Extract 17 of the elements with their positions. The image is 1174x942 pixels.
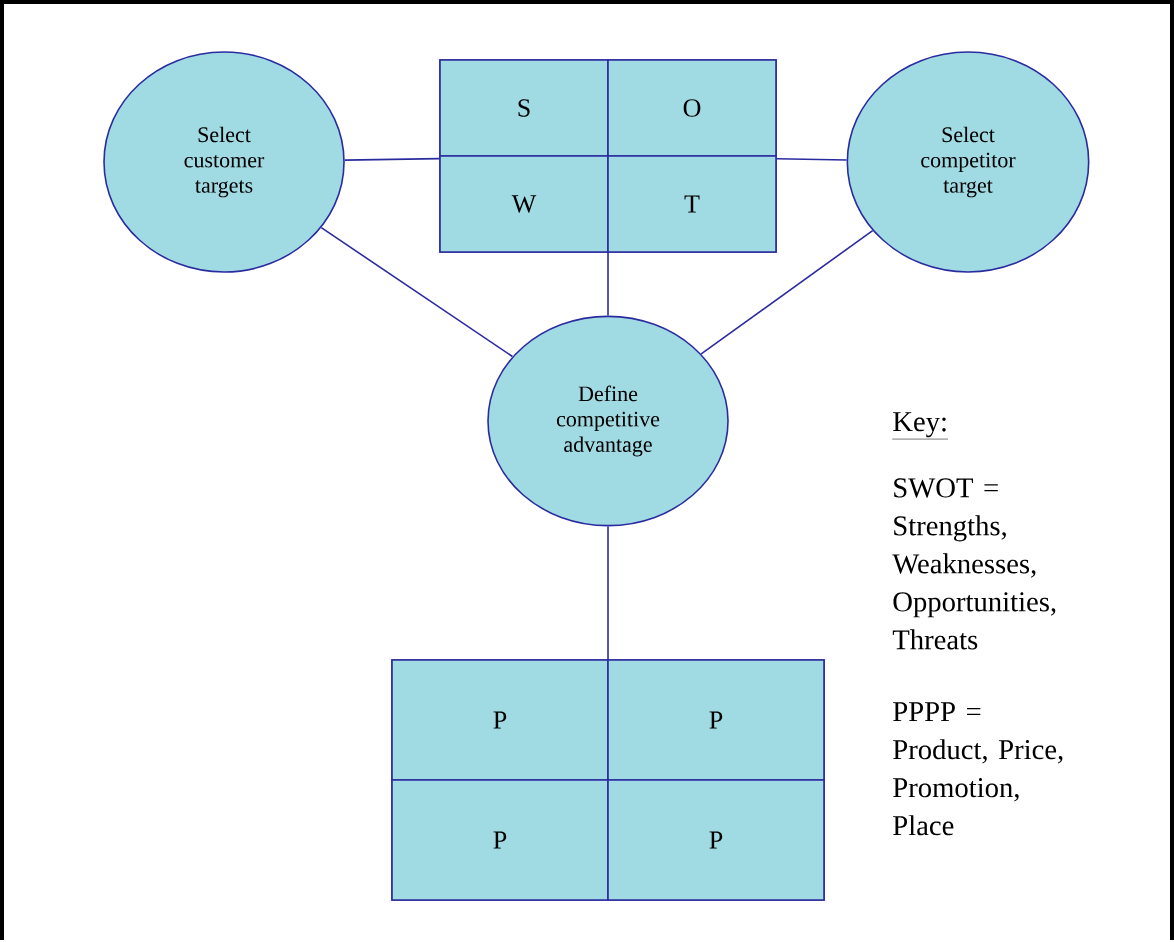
connector-line <box>607 525 609 660</box>
connector-line <box>776 158 848 161</box>
grid-cell: O <box>607 59 777 157</box>
grid-cell: S <box>439 59 609 157</box>
connector-line <box>344 157 440 161</box>
grid-cell: P <box>607 659 825 781</box>
connector-line <box>700 229 874 355</box>
key-text: PPPP = Product, Price, Promotion, Place <box>893 702 1063 836</box>
grid-cell: P <box>391 779 609 901</box>
connector-line <box>320 226 514 358</box>
grid-cell: T <box>607 155 777 253</box>
connector-line <box>607 252 609 317</box>
key-text: SWOT = Strengths, Weaknesses, Opportunities, Threats <box>892 478 1056 650</box>
grid-cell: W <box>439 155 609 253</box>
key-heading: Key: <box>892 412 949 440</box>
grid-cell: P <box>607 779 825 901</box>
grid-cell: P <box>391 659 609 781</box>
